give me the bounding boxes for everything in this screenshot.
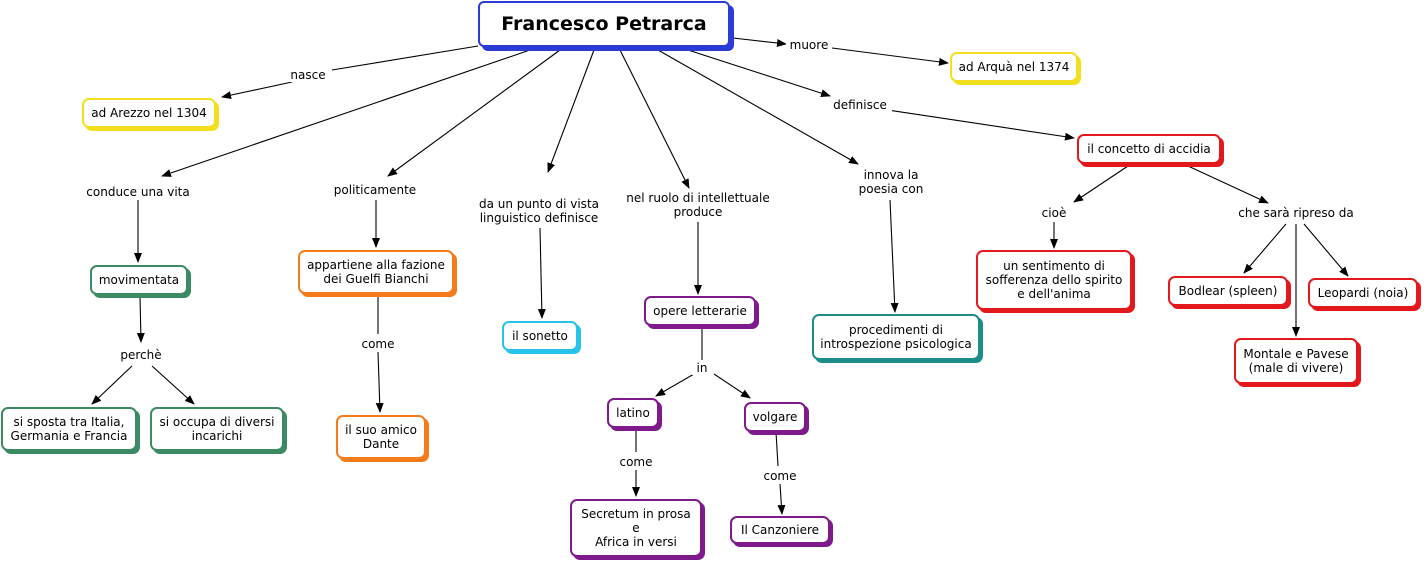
node-arezzo[interactable]: ad Arezzo nel 1304 [82,98,216,128]
node-opere-letterarie[interactable]: opere letterarie [644,296,756,326]
node-italia-germania-francia[interactable]: si sposta tra Italia, Germania e Francia [1,407,137,451]
node-amico-dante[interactable]: il suo amico Dante [336,415,426,459]
node-procedimenti-introspezione[interactable]: procedimenti di introspezione psicologic… [812,314,980,360]
node-sentimento[interactable]: un sentimento di sofferenza dello spirit… [976,250,1132,310]
link-innova: innova la poesia con [852,168,930,196]
link-come-dante: come [358,337,398,351]
node-sonetto[interactable]: il sonetto [502,321,578,351]
link-cioe: cioè [1036,206,1072,220]
node-canzoniere[interactable]: Il Canzoniere [730,516,830,544]
node-secretum-africa[interactable]: Secretum in prosa e Africa in versi [570,499,702,557]
link-come-latino: come [616,455,656,469]
node-concetto-di-accidia[interactable]: il concetto di accidia [1077,134,1221,164]
link-nasce: nasce [286,68,330,82]
node-arqua[interactable]: ad Arquà nel 1374 [950,52,1078,82]
node-montale-pavese[interactable]: Montale e Pavese (male di vivere) [1234,338,1358,384]
link-conduce-una-vita: conduce una vita [82,185,194,199]
node-volgare[interactable]: volgare [744,402,806,432]
link-che-sara-ripreso-da: che sarà ripreso da [1232,206,1360,220]
root-node-francesco-petrarca[interactable]: Francesco Petrarca [478,1,730,47]
link-politicamente: politicamente [330,183,420,197]
node-latino[interactable]: latino [607,398,659,428]
link-come-volgare: come [760,469,800,483]
link-intellettuale: nel ruolo di intellettuale produce [622,191,774,219]
link-muore: muore [786,38,832,52]
node-fazione-guelfi-bianchi[interactable]: appartiene alla fazione dei Guelfi Bianc… [298,250,454,294]
link-definisce: definisce [828,98,892,112]
link-linguistico: da un punto di vista linguistico definis… [472,197,606,225]
link-in: in [692,361,712,375]
node-bodlear[interactable]: Bodlear (spleen) [1168,276,1288,306]
link-perche: perchè [118,348,164,362]
node-movimentata[interactable]: movimentata [90,265,188,295]
node-diversi-incarichi[interactable]: si occupa di diversi incarichi [150,407,284,451]
node-leopardi[interactable]: Leopardi (noia) [1308,278,1418,308]
